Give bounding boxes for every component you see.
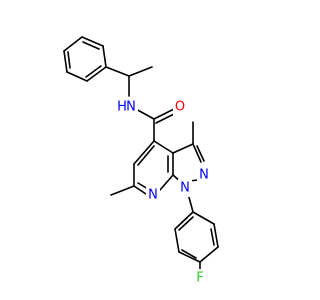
fluorine-label: F (196, 271, 203, 286)
bond (102, 45, 107, 68)
bond (181, 249, 197, 259)
molecule-structure: H N O N N N F (63, 36, 219, 287)
bond (192, 211, 215, 225)
bond (174, 228, 180, 253)
fluorophenyl-ring (174, 211, 219, 271)
bond (110, 185, 135, 196)
bond (178, 251, 201, 263)
bond (63, 36, 83, 52)
amide-hydrogen-label: H (117, 100, 127, 115)
bond (133, 185, 147, 195)
bond (178, 216, 194, 231)
bond (213, 223, 219, 248)
bond (210, 228, 215, 246)
bond (199, 246, 219, 263)
pyrazole-n1-label: N (180, 181, 190, 196)
ethyl-linker (105, 66, 153, 97)
bond (153, 107, 177, 120)
atom-labels: H N O N N N F (117, 97, 211, 287)
bond (85, 65, 102, 78)
bond (196, 145, 205, 162)
bond (153, 140, 174, 154)
molecule-canvas: H N O N N N F (63, 36, 219, 287)
carbonyl-oxygen-label: O (175, 100, 185, 115)
bond (128, 66, 153, 77)
bond (86, 66, 107, 82)
bond (105, 66, 130, 77)
bond (67, 51, 71, 69)
phenyl-ring (63, 36, 107, 82)
bond (159, 174, 174, 191)
bond (192, 143, 202, 163)
bond (155, 112, 177, 124)
pyrazole-n2-label: N (199, 168, 209, 183)
bond (174, 211, 194, 230)
bond (81, 36, 104, 47)
amide-nitrogen-label: N (126, 100, 136, 115)
amide-group (133, 107, 177, 142)
pyridine-n7-label: N (148, 188, 158, 203)
bond (137, 145, 155, 166)
bond (63, 50, 68, 73)
bond (133, 140, 155, 165)
bond (172, 143, 194, 154)
pyridine-ring (110, 140, 174, 196)
bond (66, 71, 88, 82)
bond (82, 41, 100, 50)
